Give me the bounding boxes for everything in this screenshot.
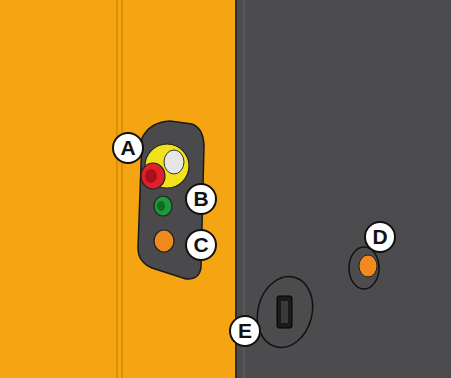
callout-letter: D [364, 221, 396, 253]
key-latch [277, 296, 292, 328]
green-button [154, 196, 172, 216]
callout-letter: A [112, 132, 144, 164]
button-cap [164, 150, 184, 174]
latch-recess [250, 270, 321, 354]
orange-indicator [359, 255, 377, 277]
orange-button [154, 230, 174, 252]
indicator-recess [349, 247, 379, 289]
callout-letter: C [185, 229, 217, 261]
red-button-center [145, 169, 157, 183]
key-slot [281, 301, 288, 323]
orange-door [0, 0, 236, 378]
green-button-center [157, 201, 165, 211]
callout-letter: B [185, 183, 217, 215]
callout-letter: E [229, 315, 261, 347]
gray-panel [236, 0, 451, 378]
red-stop-button [141, 163, 165, 189]
door-seam [121, 0, 123, 378]
door-seam [116, 0, 118, 378]
